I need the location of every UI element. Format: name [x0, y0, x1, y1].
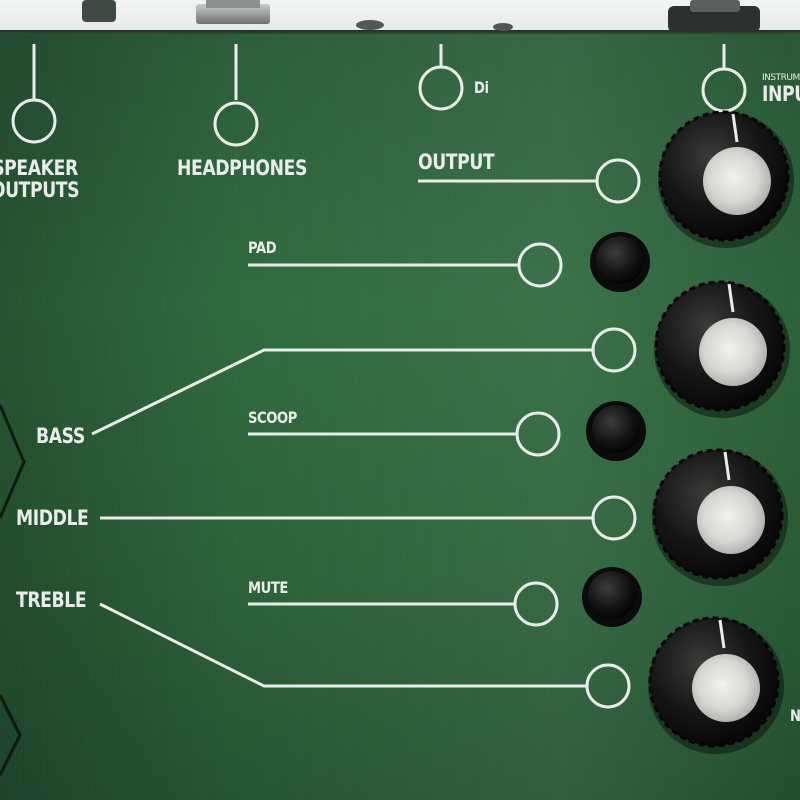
mute-button[interactable] — [582, 567, 642, 627]
label-bass: BASS — [36, 424, 85, 448]
label-mute: MUTE — [248, 578, 288, 597]
scoop-button[interactable] — [586, 401, 646, 461]
label-instrument-small: INSTRUM — [762, 73, 800, 83]
label-middle: MIDDLE — [16, 506, 89, 530]
panel-top-edge — [0, 30, 800, 36]
label-pad: PAD — [248, 238, 277, 257]
label-scoop: SCOOP — [248, 408, 297, 427]
middle-knob[interactable] — [652, 448, 788, 586]
treble-knob[interactable] — [648, 616, 784, 754]
label-speaker-outputs-line1: SPEAKER — [0, 156, 78, 180]
label-headphones: HEADPHONES — [177, 156, 307, 180]
label-output: OUTPUT — [418, 150, 495, 174]
label-di: Di — [474, 78, 489, 97]
label-input: INPU — [762, 82, 800, 106]
top-connectors — [82, 0, 760, 32]
pad-button[interactable] — [590, 232, 650, 292]
label-edge-letter: N — [790, 706, 800, 725]
printed-lines — [11, 44, 747, 709]
output-knob[interactable] — [658, 110, 794, 248]
left-edge-marks — [0, 404, 26, 776]
bass-knob[interactable] — [654, 280, 790, 418]
label-treble: TREBLE — [16, 588, 87, 612]
label-speaker-outputs-line2: OUTPUTS — [0, 178, 80, 202]
